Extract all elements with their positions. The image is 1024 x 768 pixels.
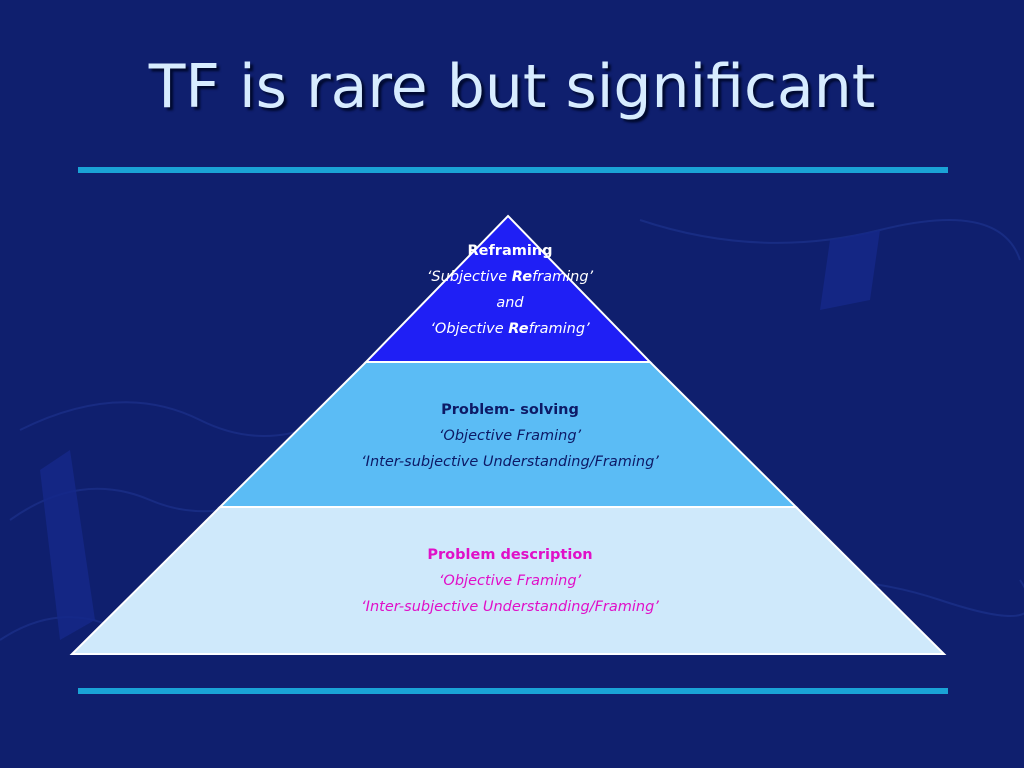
tier-bottom-line1: ‘Objective Framing’ xyxy=(438,573,582,589)
tier-top-line1: ‘Subjective Reframing’ xyxy=(360,264,660,290)
bottom-divider-rule xyxy=(78,688,948,694)
tier-top-line1-pre: ‘Subjective xyxy=(426,269,512,285)
top-divider-rule xyxy=(78,167,948,173)
pyramid-tier-bottom xyxy=(69,506,947,655)
tier-top-line1-post: framing’ xyxy=(532,269,594,285)
tier-top-line3-post: framing’ xyxy=(528,321,590,337)
tier-bottom-text: Problem description ‘Objective Framing’ … xyxy=(260,542,760,620)
tier-top-line2: and xyxy=(496,295,524,311)
tier-top-line3-bold: Re xyxy=(508,321,529,337)
tier-middle-line2: ‘Inter-subjective Understanding/Framing’ xyxy=(361,454,659,470)
slide-title: TF is rare but significant xyxy=(148,52,876,122)
tier-top-line3-pre: ‘Objective xyxy=(430,321,509,337)
tier-top-line3: ‘Objective Reframing’ xyxy=(360,316,660,342)
tier-top-heading: Reframing xyxy=(467,243,553,259)
tier-top-line1-bold: Re xyxy=(511,269,533,285)
tier-middle-heading: Problem- solving xyxy=(441,402,579,418)
tier-middle-line1: ‘Objective Framing’ xyxy=(438,428,582,444)
tier-middle-text: Problem- solving ‘Objective Framing’ ‘In… xyxy=(260,397,760,475)
tier-top-text: Reframing ‘Subjective Reframing’ and ‘Ob… xyxy=(360,238,660,342)
tier-bottom-line2: ‘Inter-subjective Understanding/Framing’ xyxy=(361,599,659,615)
tier-bottom-heading: Problem description xyxy=(427,547,593,563)
